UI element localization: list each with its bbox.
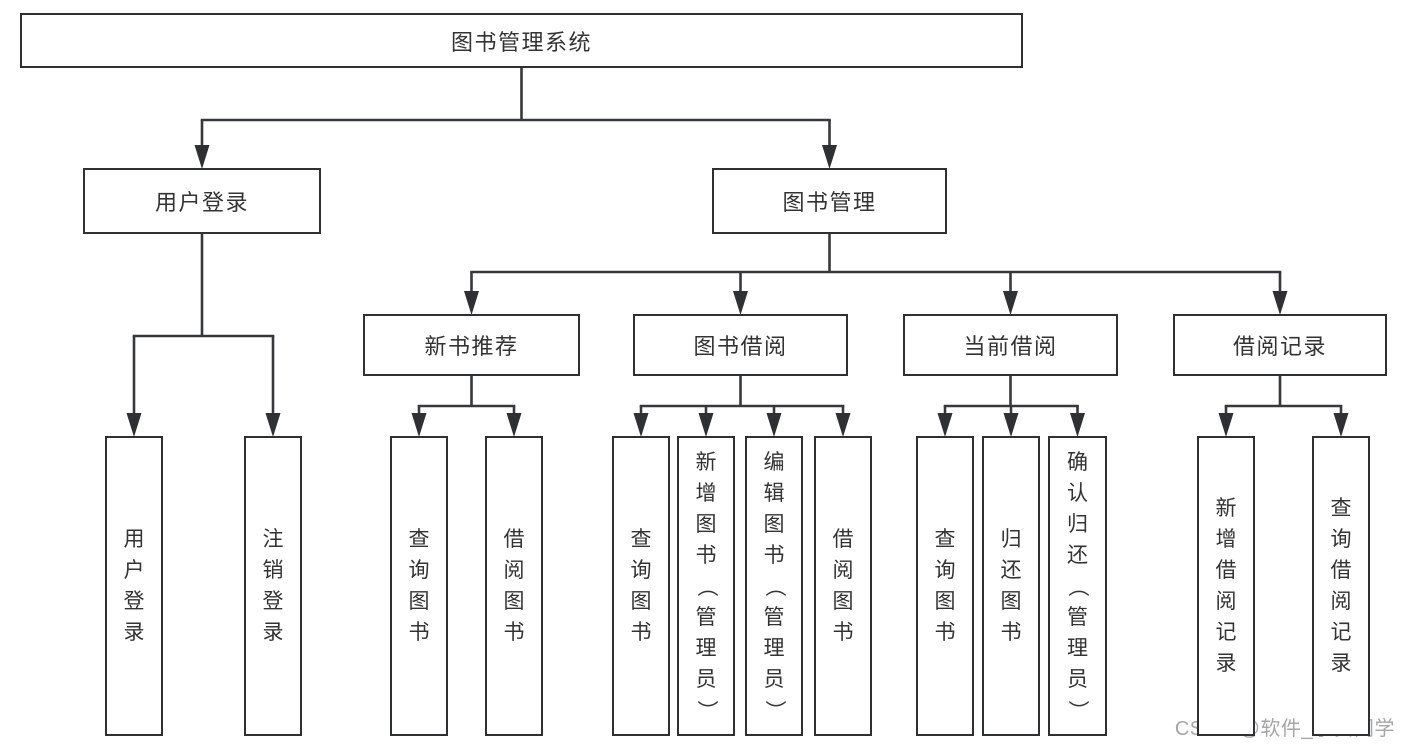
arrowhead-icon [194, 145, 210, 169]
node-label: 图书借阅 [693, 334, 788, 359]
node-label: 图书管理 [782, 190, 877, 215]
node-current-borrowing: 当前借阅 [903, 314, 1118, 376]
arrowhead-icon [506, 413, 522, 437]
node-label: 查询借阅记录 [1330, 497, 1352, 675]
arrowhead-icon [265, 413, 281, 437]
node-cb-return-books: 归还图书 [982, 436, 1040, 736]
arrowhead-icon [633, 413, 649, 437]
node-label: 确认归还（管理员） [1066, 450, 1089, 721]
node-label: 当前借阅 [963, 334, 1058, 359]
arrowhead-icon [126, 413, 142, 437]
node-root: 图书管理系统 [20, 13, 1023, 68]
arrowhead-icon [937, 413, 953, 437]
node-cb-confirm-return: 确认归还（管理员） [1048, 436, 1107, 736]
arrowhead-icon [1272, 291, 1288, 315]
node-borrowing-records: 借阅记录 [1173, 314, 1387, 376]
arrowhead-icon [1003, 413, 1019, 437]
arrowhead-icon [1333, 413, 1349, 437]
node-label: 编辑图书（管理员） [762, 450, 786, 721]
node-bb-query-books: 查询图书 [612, 436, 670, 736]
node-label: 查询图书 [934, 528, 956, 644]
node-bb-add-books: 新增图书（管理员） [677, 436, 735, 736]
node-label: 借阅图书 [503, 528, 525, 644]
node-label: 图书管理系统 [450, 29, 592, 55]
arrowhead-icon [733, 291, 748, 315]
node-label: 新书推荐 [424, 334, 519, 359]
node-leaf-logout: 注销登录 [244, 436, 302, 736]
node-leaf-user-login: 用户登录 [105, 436, 163, 736]
arrowhead-icon [464, 291, 479, 315]
node-br-add-record: 新增借阅记录 [1197, 436, 1255, 736]
node-label: 查询图书 [408, 528, 430, 644]
node-label: 新增借阅记录 [1215, 497, 1237, 675]
node-cb-query-books: 查询图书 [916, 436, 974, 736]
node-label: 借阅图书 [832, 528, 854, 644]
node-label: 归还图书 [1000, 528, 1022, 644]
node-label: 注销登录 [262, 528, 284, 644]
arrowhead-icon [1070, 413, 1085, 437]
arrowhead-icon [822, 145, 837, 169]
arrowhead-icon [1003, 291, 1018, 315]
node-bb-borrow-books: 借阅图书 [814, 436, 872, 736]
node-label: 借阅记录 [1232, 334, 1327, 359]
node-nbr-borrow-books: 借阅图书 [485, 436, 543, 736]
arrowhead-icon [835, 413, 851, 437]
node-label: 查询图书 [630, 528, 652, 644]
arrowhead-icon [411, 413, 427, 437]
arrowhead-icon [698, 413, 714, 437]
node-book-management: 图书管理 [712, 168, 947, 234]
arrowhead-icon [1218, 413, 1234, 437]
node-label: 新增图书（管理员） [694, 450, 718, 721]
node-book-borrowing: 图书借阅 [633, 314, 848, 376]
node-user-login: 用户登录 [83, 168, 321, 234]
arrowhead-icon [766, 413, 782, 437]
node-nbr-query-books: 查询图书 [390, 436, 448, 736]
node-br-query-record: 查询借阅记录 [1312, 436, 1370, 736]
node-label: 用户登录 [154, 190, 249, 215]
node-new-book-recommend: 新书推荐 [363, 314, 580, 376]
node-label: 用户登录 [123, 528, 145, 644]
node-bb-edit-books: 编辑图书（管理员） [745, 436, 803, 736]
